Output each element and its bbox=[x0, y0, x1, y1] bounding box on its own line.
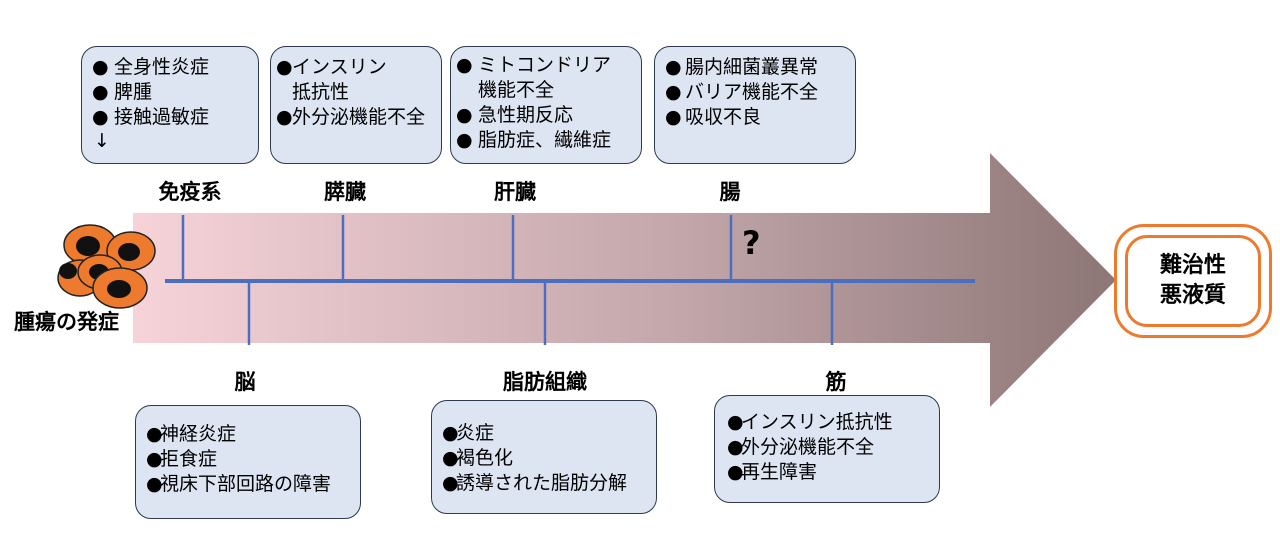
list-item: ●外分泌機能不全 bbox=[276, 106, 426, 128]
list-item: ●ミトコンドリア bbox=[456, 54, 612, 76]
outcome-box: 難治性 悪液質 bbox=[1114, 224, 1272, 338]
list-item: ●吸収不良 bbox=[665, 106, 762, 128]
tumor-onset-label: 腫瘍の発症 bbox=[14, 310, 119, 334]
list-item: ●褐色化 bbox=[442, 447, 514, 469]
list-item: ●全身性炎症 bbox=[92, 56, 210, 78]
adipose-effects-box: ●炎症 ●褐色化 ●誘導された脂肪分解 bbox=[431, 400, 657, 514]
list-item: ●脾腫 bbox=[92, 81, 153, 103]
outcome-line-1: 難治性 bbox=[1159, 253, 1226, 278]
liver-effects-box: ●ミトコンドリア 機能不全 ●急性期反応 ●脂肪症、繊維症 bbox=[450, 46, 642, 164]
gut-effects-box: ●腸内細菌叢異常 ●バリア機能不全 ●吸収不良 bbox=[654, 46, 856, 164]
organ-label-gut: 腸 bbox=[719, 180, 741, 204]
list-item: ●バリア機能不全 bbox=[665, 81, 819, 103]
outcome-line-2: 悪液質 bbox=[1159, 283, 1226, 308]
organ-label-liver: 肝臓 bbox=[494, 180, 536, 204]
list-item: 抵抗性 bbox=[292, 81, 350, 103]
list-item: ●急性期反応 bbox=[456, 104, 574, 126]
organ-label-adipose: 脂肪組織 bbox=[503, 370, 587, 394]
tumor-cells-icon bbox=[57, 224, 156, 309]
unknown-mark: ? bbox=[742, 224, 761, 262]
organ-label-brain: 脳 bbox=[234, 370, 256, 394]
list-item: ●外分泌機能不全 bbox=[727, 436, 875, 458]
list-item: ●神経炎症 bbox=[146, 423, 237, 445]
list-item: ●炎症 bbox=[442, 422, 495, 444]
brain-effects-box: ●神経炎症 ●拒食症 ●視床下部回路の障害 bbox=[135, 405, 361, 519]
pancreas-effects-box: ●インスリン 抵抗性 ●外分泌機能不全 bbox=[270, 46, 442, 164]
organ-label-immune: 免疫系 bbox=[158, 180, 222, 204]
list-item: ●拒食症 bbox=[146, 448, 218, 470]
list-item: ●脂肪症、繊維症 bbox=[456, 129, 612, 151]
down-arrow-icon: ↓ bbox=[94, 130, 110, 152]
immune-effects-box: ●全身性炎症 ●脾腫 ●接触過敏症 ↓ bbox=[81, 46, 259, 164]
outcome-inner: 難治性 悪液質 bbox=[1125, 235, 1261, 327]
list-item: ●腸内細菌叢異常 bbox=[665, 56, 819, 78]
organ-label-muscle: 筋 bbox=[825, 370, 847, 394]
muscle-effects-box: ●インスリン抵抗性 ●外分泌機能不全 ●再生障害 bbox=[714, 395, 940, 503]
list-item: ●誘導された脂肪分解 bbox=[442, 472, 628, 494]
list-item: 機能不全 bbox=[478, 79, 555, 101]
list-item: ●接触過敏症 bbox=[92, 106, 210, 128]
list-item: ●インスリン bbox=[276, 56, 387, 78]
list-item: ●視床下部回路の障害 bbox=[146, 473, 332, 495]
organ-label-pancreas: 膵臓 bbox=[324, 180, 366, 204]
list-item: ●再生障害 bbox=[727, 461, 818, 483]
list-item: ●インスリン抵抗性 bbox=[727, 411, 893, 433]
